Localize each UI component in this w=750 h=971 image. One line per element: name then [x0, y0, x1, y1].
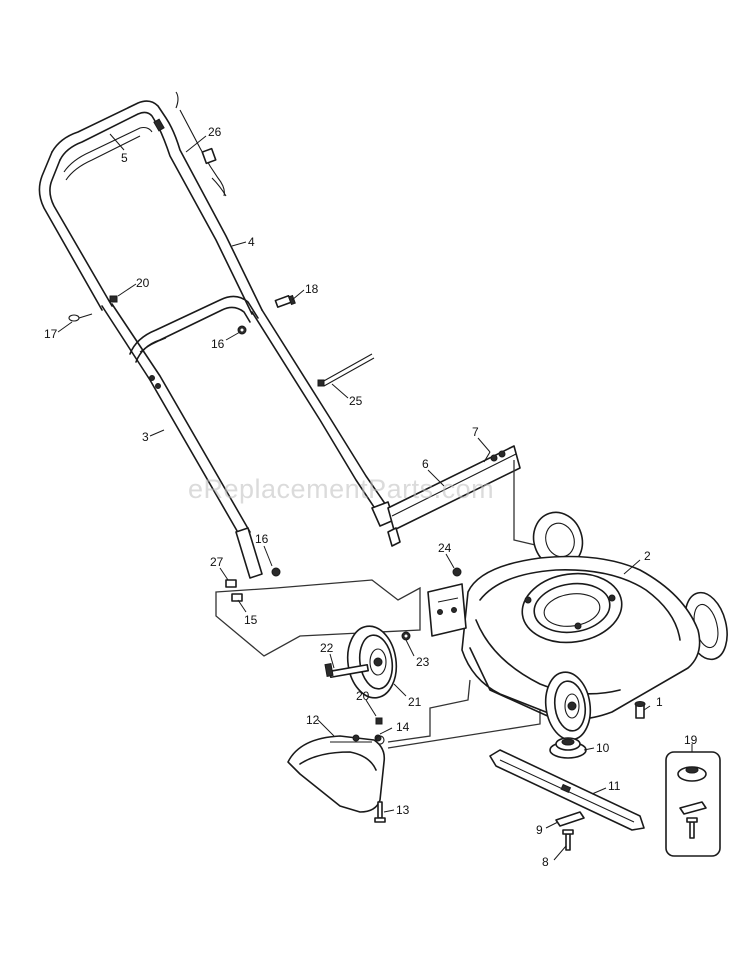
callout-14: 14	[396, 720, 410, 734]
handle-hardware	[68, 294, 375, 387]
control-cable	[153, 91, 227, 197]
callout-9: 9	[536, 823, 543, 837]
discharge-chute	[287, 717, 386, 823]
callout-1: 1	[656, 695, 663, 709]
callout-25: 25	[349, 394, 363, 408]
callout-24: 24	[438, 541, 452, 555]
wheel-hardware	[324, 567, 462, 679]
rear-flap	[387, 445, 521, 547]
callout-16-lower: 16	[255, 532, 269, 546]
callout-15: 15	[244, 613, 258, 627]
callout-18: 18	[305, 282, 319, 296]
callout-23: 23	[416, 655, 430, 669]
callout-20-upper: 20	[136, 276, 150, 290]
callout-26: 26	[208, 125, 222, 139]
callout-6: 6	[422, 457, 429, 471]
callout-13: 13	[396, 803, 410, 817]
upper-handle	[38, 100, 263, 315]
callout-2: 2	[644, 549, 651, 563]
callout-27: 27	[210, 555, 224, 569]
callout-22: 22	[320, 641, 334, 655]
callout-17: 17	[44, 327, 58, 341]
callout-20-lower: 20	[356, 689, 370, 703]
front-wheel-left	[346, 625, 398, 699]
blade-assembly	[489, 701, 646, 851]
callout-3: 3	[142, 430, 149, 444]
callout-7: 7	[472, 425, 479, 439]
callout-8: 8	[542, 855, 549, 869]
callout-21: 21	[408, 695, 422, 709]
lower-handle	[101, 295, 395, 579]
callout-labels: 26 5 4 20 18 17 16 25 3 7 6 16 27 24 2 1…	[44, 125, 698, 869]
callout-11: 11	[608, 779, 621, 793]
blade-adapter-kit	[665, 751, 721, 857]
watermark: eReplacementParts.com	[188, 474, 495, 504]
callout-12: 12	[306, 713, 320, 727]
callout-5: 5	[121, 151, 128, 165]
front-wheel-right	[544, 671, 592, 741]
callout-4: 4	[248, 235, 255, 249]
callout-10: 10	[596, 741, 610, 755]
callout-16-upper: 16	[211, 337, 225, 351]
callout-19: 19	[684, 733, 698, 747]
callout-leader-lines	[57, 133, 693, 861]
mower-deck	[427, 511, 728, 720]
handle-bracket-hardware	[225, 567, 281, 602]
